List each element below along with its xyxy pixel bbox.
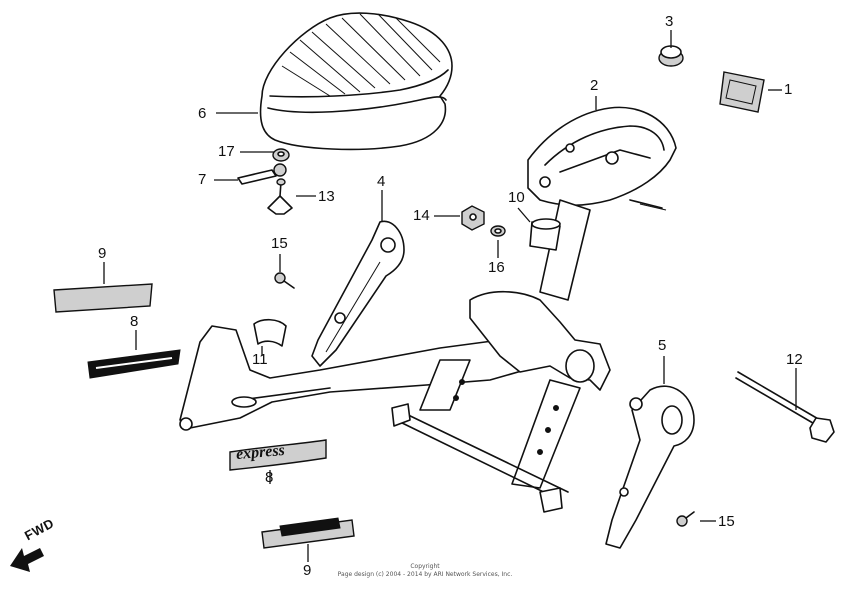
callout-5[interactable]: 5 xyxy=(658,337,667,354)
wing-bolt-part[interactable] xyxy=(267,178,293,215)
emblem-badge-part[interactable] xyxy=(261,517,355,549)
reflector-part[interactable] xyxy=(719,71,765,113)
express-emblem-part[interactable] xyxy=(229,439,327,471)
right-side-arm-part[interactable] xyxy=(605,385,695,549)
left-side-arm-part[interactable] xyxy=(311,220,405,367)
seat-part[interactable] xyxy=(259,12,453,151)
callout-9-lower[interactable]: 9 xyxy=(303,562,312,579)
washer-part[interactable] xyxy=(490,225,506,237)
callout-8-upper[interactable]: 8 xyxy=(130,313,139,330)
callout-2[interactable]: 2 xyxy=(590,77,599,94)
callout-12[interactable]: 12 xyxy=(786,351,803,368)
callout-8-lower[interactable]: 8 xyxy=(265,469,274,486)
seat-bracket-part[interactable] xyxy=(527,106,677,301)
callout-15-lower[interactable]: 15 xyxy=(718,513,735,530)
callout-10[interactable]: 10 xyxy=(508,189,525,206)
plate-part[interactable] xyxy=(237,163,287,185)
emblem-script-part[interactable] xyxy=(87,349,181,379)
small-washer-part[interactable] xyxy=(272,148,290,162)
callout-11[interactable]: 11 xyxy=(252,351,268,368)
callout-15-upper[interactable]: 15 xyxy=(271,235,288,252)
callout-14[interactable]: 14 xyxy=(413,207,430,224)
callout-6[interactable]: 6 xyxy=(198,105,207,122)
callout-4[interactable]: 4 xyxy=(377,173,386,190)
callout-16[interactable]: 16 xyxy=(488,259,505,276)
leader-lines xyxy=(103,30,797,562)
nut-part[interactable] xyxy=(461,205,485,231)
callout-1[interactable]: 1 xyxy=(784,81,793,98)
screw-part[interactable] xyxy=(274,272,295,289)
copyright-text: Page design (c) 2004 - 2014 by ARI Netwo… xyxy=(337,571,513,578)
copyright-title: Copyright xyxy=(410,563,440,570)
long-bolt-part[interactable] xyxy=(735,371,835,443)
collar-part[interactable] xyxy=(529,218,561,251)
callout-3[interactable]: 3 xyxy=(665,13,674,30)
clip-part[interactable] xyxy=(253,318,287,347)
grommet-part[interactable] xyxy=(658,45,684,67)
callout-7[interactable]: 7 xyxy=(198,171,207,188)
callout-17[interactable]: 17 xyxy=(218,143,235,160)
emblem-plate-part[interactable] xyxy=(53,283,153,313)
main-frame-part[interactable] xyxy=(179,290,611,513)
callout-13[interactable]: 13 xyxy=(318,188,335,205)
screw-part-lower[interactable] xyxy=(676,511,695,527)
forward-arrow-icon xyxy=(10,548,44,572)
callout-9-upper[interactable]: 9 xyxy=(98,245,107,262)
